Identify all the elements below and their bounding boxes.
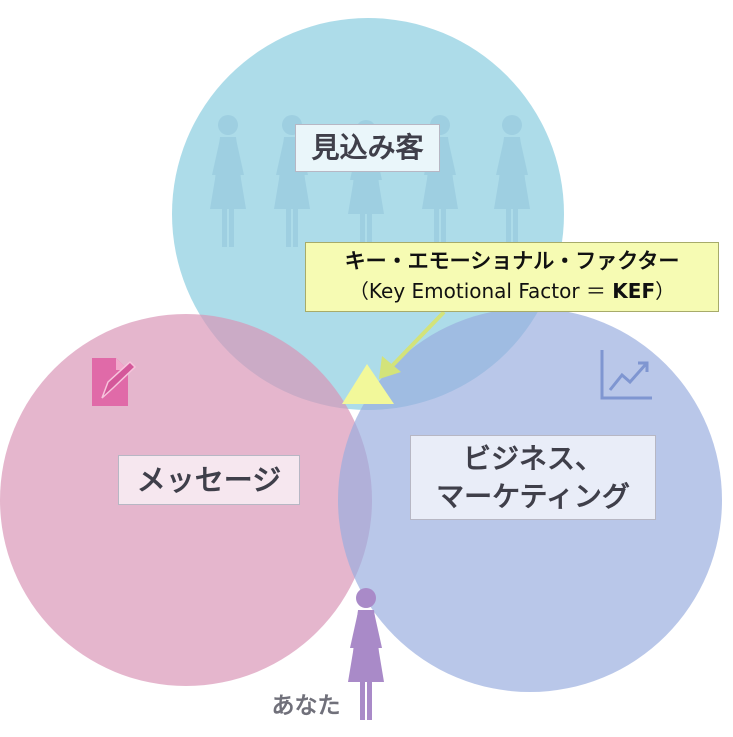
kef-subtitle-suffix: ）: [655, 279, 676, 303]
business-label: ビジネス、 マーケティング: [410, 435, 656, 520]
prospects-label: 見込み客: [295, 124, 440, 172]
center-marker: [342, 364, 394, 404]
kef-subtitle-prefix: （Key Emotional Factor ＝: [348, 279, 613, 303]
trend-chart-icon: [600, 350, 652, 400]
kef-callout: キー・エモーショナル・ファクター （Key Emotional Factor ＝…: [305, 242, 719, 312]
message-label: メッセージ: [118, 455, 300, 505]
kef-abbreviation: KEF: [612, 279, 656, 303]
business-label-line2: マーケティング: [436, 480, 630, 513]
business-label-line1: ビジネス、: [462, 442, 603, 475]
you-label: あなた: [271, 693, 341, 719]
document-edit-icon: [92, 358, 137, 406]
kef-subtitle: （Key Emotional Factor ＝ KEF）: [306, 276, 718, 306]
callout-arrow: [379, 310, 446, 379]
kef-title: キー・エモーショナル・ファクター: [344, 249, 680, 273]
